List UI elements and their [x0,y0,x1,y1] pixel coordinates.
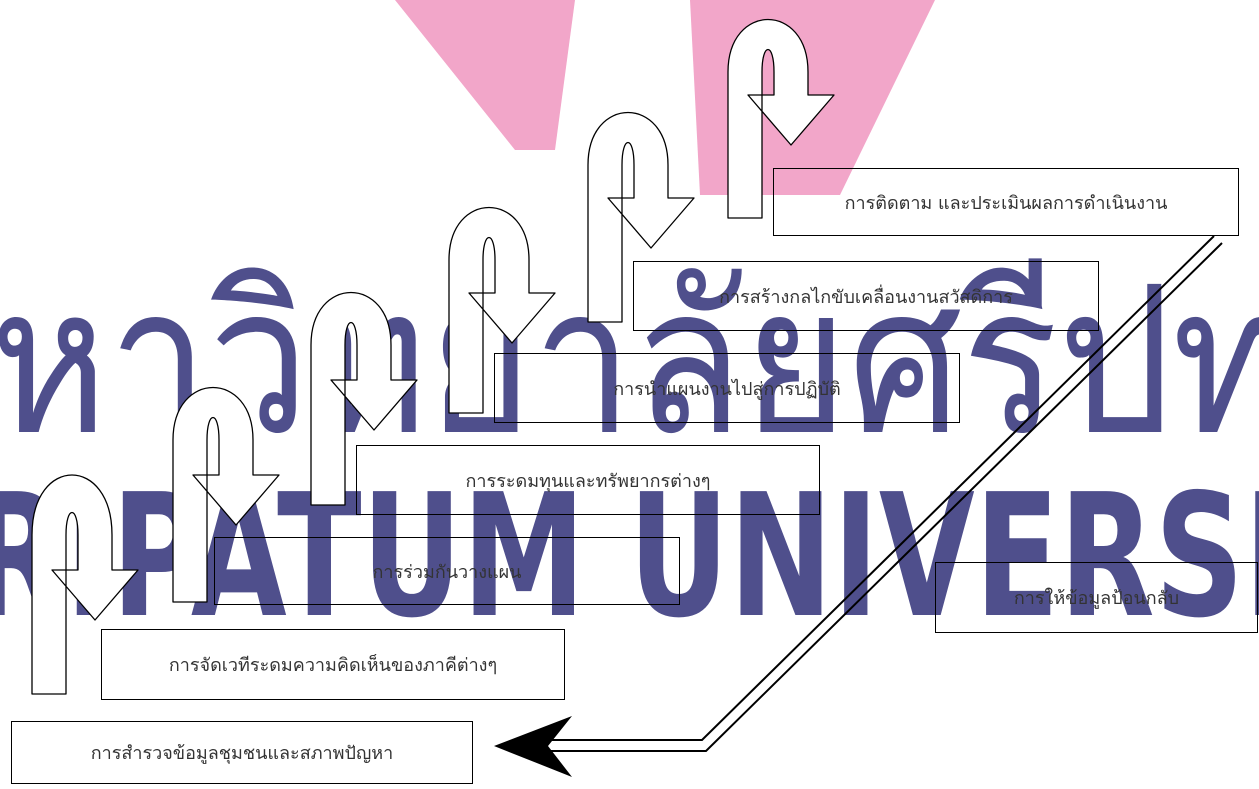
step-label-mechanism: การสร้างกลไกขับเคลื่อนงานสวัสดิการ [719,286,1013,308]
step-box-stakeholder-forum: การจัดเวทีระดมความคิดเห็นของภาคีต่างๆ [101,629,565,700]
step-label-implementation: การนำแผนงานไปสู่การปฏิบัติ [613,378,841,400]
watermark-logo-left-shape [395,0,575,150]
step-arrow-2 [172,387,280,603]
step-label-joint-planning: การร่วมกันวางแผน [372,561,522,583]
step-box-mechanism: การสร้างกลไกขับเคลื่อนงานสวัสดิการ [633,261,1099,331]
step-arrow-6 [727,19,835,219]
step-label-survey: การสำรวจข้อมูลชุมชนและสภาพปัญหา [90,743,394,764]
feedback-return-line [545,235,1223,752]
step-box-joint-planning: การร่วมกันวางแผน [214,537,680,605]
step-box-survey: การสำรวจข้อมูลชุมชนและสภาพปัญหา [11,721,473,784]
step-box-monitoring: การติดตาม และประเมินผลการดำเนินงาน [773,168,1239,236]
feedback-arrowhead [494,716,572,777]
step-arrow-4 [448,207,556,414]
step-label-monitoring: การติดตาม และประเมินผลการดำเนินงาน [844,192,1168,214]
step-label-stakeholder-forum: การจัดเวทีระดมความคิดเห็นของภาคีต่างๆ [168,655,498,676]
step-arrow-3 [310,292,418,506]
step-box-implementation: การนำแผนงานไปสู่การปฏิบัติ [494,353,960,423]
step-arrow-5 [587,112,695,323]
step-label-resource-mobilization: การระดมทุนและทรัพยากรต่างๆ [465,470,711,492]
step-box-resource-mobilization: การระดมทุนและทรัพยากรต่างๆ [356,445,820,515]
feedback-box: การให้ข้อมูลป้อนกลับ [935,562,1258,633]
feedback-label: การให้ข้อมูลป้อนกลับ [1013,588,1180,609]
watermark-thai-text: หาวิทยาลัยศรีปท [0,243,1259,481]
step-arrow-1 [31,474,139,695]
